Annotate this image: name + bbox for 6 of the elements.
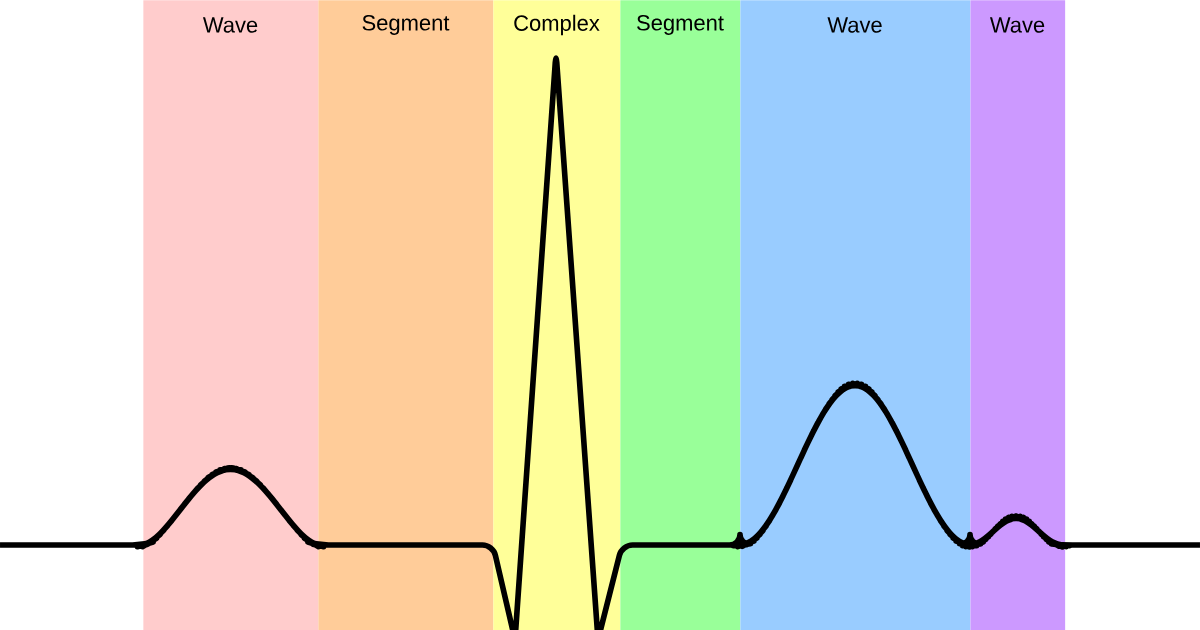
band: Wave [143, 0, 319, 630]
band: Segment [318, 0, 494, 630]
band: Segment [620, 0, 741, 630]
band: Wave [740, 0, 971, 630]
band: Complex [493, 0, 621, 630]
band: Wave [970, 0, 1066, 630]
